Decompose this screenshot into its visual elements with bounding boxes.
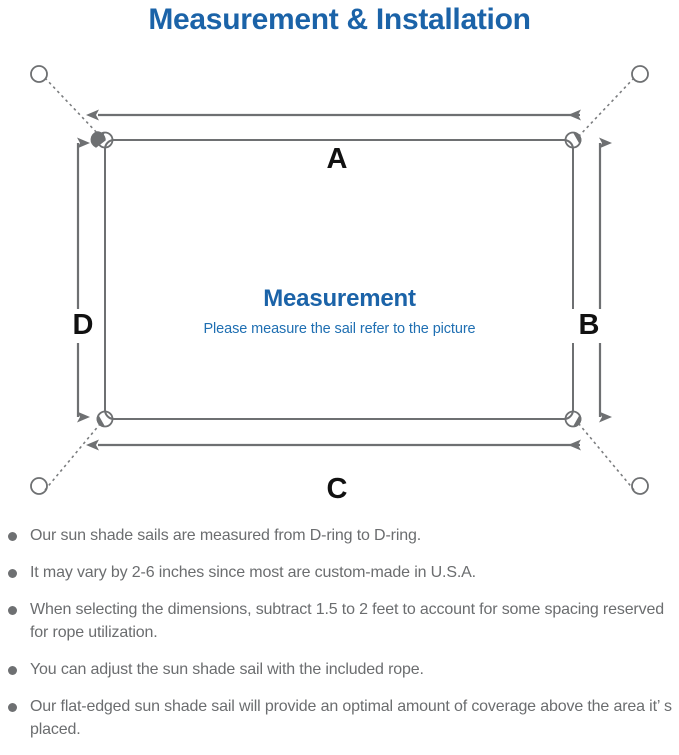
- list-item: When selecting the dimensions, subtract …: [0, 598, 679, 644]
- bullet-icon: [8, 606, 17, 615]
- dimension-arrows: [76, 109, 612, 451]
- sail-shape: [104, 139, 574, 420]
- anchor-point-top-left: [30, 65, 48, 83]
- d-rings: [90, 131, 582, 428]
- note-text: When selecting the dimensions, subtract …: [30, 601, 664, 641]
- page-title: Measurement & Installation: [148, 3, 531, 36]
- note-text: Our sun shade sails are measured from D-…: [30, 527, 422, 544]
- measurement-diagram: A B C D Measurement Please measure the s…: [0, 46, 679, 516]
- bullet-icon: [8, 532, 17, 541]
- dimension-label-d: D: [66, 309, 100, 343]
- dimension-label-b: B: [572, 309, 606, 343]
- anchor-point-bottom-left: [30, 477, 48, 495]
- d-ring-bottom-left: [96, 410, 114, 428]
- rope-top-right: [578, 77, 635, 137]
- dimension-label-c: C: [313, 473, 361, 507]
- rope-bottom-left: [44, 423, 101, 491]
- anchor-points: [30, 65, 649, 495]
- rope-top-left: [44, 77, 101, 137]
- notes-list: Our sun shade sails are measured from D-…: [0, 524, 679, 755]
- anchor-point-bottom-right: [631, 477, 649, 495]
- d-ring-top-left: [90, 131, 114, 149]
- d-ring-bottom-right: [564, 410, 582, 428]
- list-item: Our flat-edged sun shade sail will provi…: [0, 695, 679, 741]
- note-text: You can adjust the sun shade sail with t…: [30, 661, 424, 678]
- bullet-icon: [8, 666, 17, 675]
- bullet-icon: [8, 569, 17, 578]
- diagram-svg: [30, 65, 649, 495]
- rope-lines: [44, 77, 635, 491]
- note-text: Our flat-edged sun shade sail will provi…: [30, 698, 672, 738]
- anchor-point-top-right: [631, 65, 649, 83]
- d-ring-top-right: [564, 131, 582, 149]
- list-item: Our sun shade sails are measured from D-…: [0, 524, 679, 547]
- list-item: It may vary by 2-6 inches since most are…: [0, 561, 679, 584]
- dimension-label-a: A: [313, 143, 361, 177]
- list-item: You can adjust the sun shade sail with t…: [0, 658, 679, 681]
- bullet-icon: [8, 703, 17, 712]
- rope-bottom-right: [578, 423, 635, 491]
- note-text: It may vary by 2-6 inches since most are…: [30, 564, 476, 581]
